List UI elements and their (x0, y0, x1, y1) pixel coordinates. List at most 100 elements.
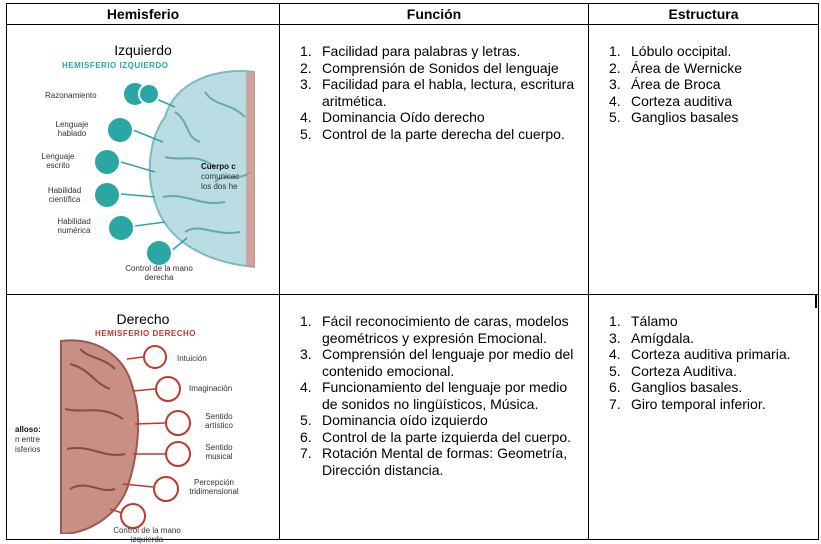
item-text: Corteza auditiva primaria. (631, 346, 791, 362)
callout-line-1: Cuerpo c (201, 162, 236, 171)
label-intuicion: Intuición (177, 354, 207, 363)
item-number: 1. (300, 43, 312, 59)
item-text: Corteza Auditiva. (631, 362, 737, 379)
illustration-title: HEMISFERIO IZQUIERDO (62, 61, 169, 70)
item-number: 3. (609, 76, 621, 92)
item-text: Lóbulo occipital. (631, 43, 732, 59)
cell-estructura-izquierdo: 1. Lóbulo occipital. 2. Área de Wernicke 3… (588, 24, 819, 295)
item-text: Funcionamiento del lenguaje por medio de… (322, 379, 568, 412)
header-row: Hemisferio Función Estructura (6, 3, 819, 25)
item-number: 4. (300, 109, 312, 125)
hemisphere-name: Izquierdo (114, 42, 172, 58)
list-item: 2. Comprensión de Sonidos del lenguaje (300, 60, 580, 77)
label-lenguaje-escrito: Lenguaje escrito (41, 152, 75, 170)
item-number: 3. (300, 346, 312, 362)
list-item: 4.Corteza auditiva primaria. (609, 346, 810, 363)
header-funcion: Función (279, 3, 589, 25)
item-text: Facilidad para palabras y letras. (322, 43, 521, 59)
list-item: 2. Área de Wernicke (609, 60, 810, 77)
estructura-list: 1. Lóbulo occipital. 2. Área de Wernicke 3… (589, 25, 818, 126)
list-item: 1. Tálamo (609, 313, 810, 330)
item-number: 5. (609, 362, 621, 379)
item-number: 6. (609, 379, 621, 395)
list-item: 4. Corteza auditiva (609, 93, 810, 110)
hemisphere-table: Hemisferio Función Estructura Izquierdo (6, 3, 819, 544)
label-sentido-musical: Sentido musical (205, 443, 233, 461)
item-text: Dominancia Oído derecho (322, 109, 485, 125)
cell-funcion-izquierdo: 1. Facilidad para palabras y letras. 2. Co… (279, 24, 589, 295)
left-brain-graphic (93, 70, 255, 269)
label-lenguaje-hablado: Lenguaje hablado (55, 120, 89, 138)
list-item: 6.Control de la parte izquierda del cuer… (300, 429, 580, 446)
item-number: 5. (300, 412, 312, 428)
item-number: 6. (300, 428, 312, 445)
header-estructura: Estructura (588, 3, 819, 25)
item-text: Área de Broca (631, 76, 721, 92)
callout-line-2: n entre (15, 435, 40, 444)
item-text: Corteza auditiva (631, 92, 733, 109)
item-text: Rotación Mental de formas: Geometría, Di… (322, 445, 568, 478)
item-text: Ganglios basales (631, 109, 739, 125)
right-hemisphere-illustration: HEMISFERIO DERECHO Intuición Imaginación… (15, 329, 255, 544)
row-derecho: Derecho (6, 294, 819, 544)
item-number: 1. (300, 313, 312, 329)
list-item: 3. Área de Broca (609, 76, 810, 93)
callout-line-1: alloso: (15, 425, 41, 434)
list-item: 5.Control de la parte derecha del cuerpo… (300, 126, 580, 143)
cell-hemisferio-izquierdo: Izquierdo (6, 24, 280, 295)
estructura-list: 1. Tálamo 3. Amígdala. 4.Corteza auditiva … (589, 295, 818, 412)
list-item: 1. Facilidad para palabras y letras. (300, 43, 580, 60)
list-item: 1. Lóbulo occipital. (609, 43, 810, 60)
item-number: 2. (609, 59, 621, 76)
item-text: Amígdala. (631, 329, 695, 346)
label-control-mano-izquierda: Control de la mano izquierda (113, 526, 181, 544)
item-number: 4. (609, 92, 621, 109)
header-hemisferio: Hemisferio (6, 3, 280, 25)
item-text: Dominancia oído izquierdo (322, 412, 488, 428)
cell-estructura-derecho: 1. Tálamo 3. Amígdala. 4.Corteza auditiva … (588, 294, 819, 540)
list-item: 3. Comprensión del lenguaje por medio del… (300, 346, 580, 379)
callout-line-2: comunicac (201, 172, 240, 181)
item-text: Comprensión de Sonidos del lenguaje (322, 59, 559, 76)
list-item: 5. Dominancia oído izquierdo (300, 412, 580, 429)
list-item: 3. Amígdala. (609, 330, 810, 347)
illustration-title: HEMISFERIO DERECHO (95, 329, 197, 338)
label-imaginacion: Imaginación (189, 384, 233, 393)
item-text: Tálamo (631, 313, 678, 329)
item-number: 1. (609, 43, 621, 59)
list-item: 7. Giro temporal inferior. (609, 396, 810, 413)
item-text: Comprensión del lenguaje por medio del c… (322, 346, 574, 379)
funcion-list: 1. Fácil reconocimiento de caras, modelos… (280, 295, 588, 478)
cell-hemisferio-derecho: Derecho (6, 294, 280, 544)
item-number: 1. (609, 313, 621, 329)
list-item: 3. Facilidad para el habla, lectura, escr… (300, 76, 580, 109)
list-item: 4. Dominancia Oído derecho (300, 109, 580, 126)
callout-line-3: los dos he (201, 182, 238, 191)
text-cursor-mark (815, 294, 817, 308)
item-text: Fácil reconocimiento de caras, modelos g… (322, 313, 569, 346)
item-number: 4. (300, 379, 312, 395)
funcion-list: 1. Facilidad para palabras y letras. 2. Co… (280, 25, 588, 142)
label-control-mano-derecha: Control de la mano derecha (125, 264, 193, 282)
list-item: 6. Ganglios basales. (609, 379, 810, 396)
list-item: 5. Corteza Auditiva. (609, 363, 810, 380)
item-text: Facilidad para el habla, lectura, escrit… (322, 76, 575, 109)
cell-funcion-derecho: 1. Fácil reconocimiento de caras, modelos… (279, 294, 589, 540)
row-izquierdo: Izquierdo (6, 24, 819, 295)
callout-line-3: isferios (15, 445, 41, 454)
item-number: 2. (300, 59, 312, 76)
right-brain-graphic (60, 339, 191, 534)
item-text: Giro temporal inferior. (631, 395, 766, 412)
item-number: 7. (609, 395, 621, 412)
item-number: 5. (300, 125, 312, 142)
label-habilidad-cientifica: Habilidad científica (47, 186, 82, 204)
item-text: Área de Wernicke (631, 59, 743, 76)
item-text: Ganglios basales. (631, 379, 743, 395)
item-number: 3. (300, 76, 312, 92)
item-number: 3. (609, 329, 621, 346)
list-item: 4. Funcionamiento del lenguaje por medio … (300, 379, 580, 412)
label-sentido-artistico: Sentido artístico (204, 412, 233, 430)
left-hemisphere-illustration: HEMISFERIO IZQUIERDO Razonamiento Lengua… (15, 61, 255, 282)
item-number: 5. (609, 109, 621, 125)
list-item: 1. Fácil reconocimiento de caras, modelos… (300, 313, 580, 346)
